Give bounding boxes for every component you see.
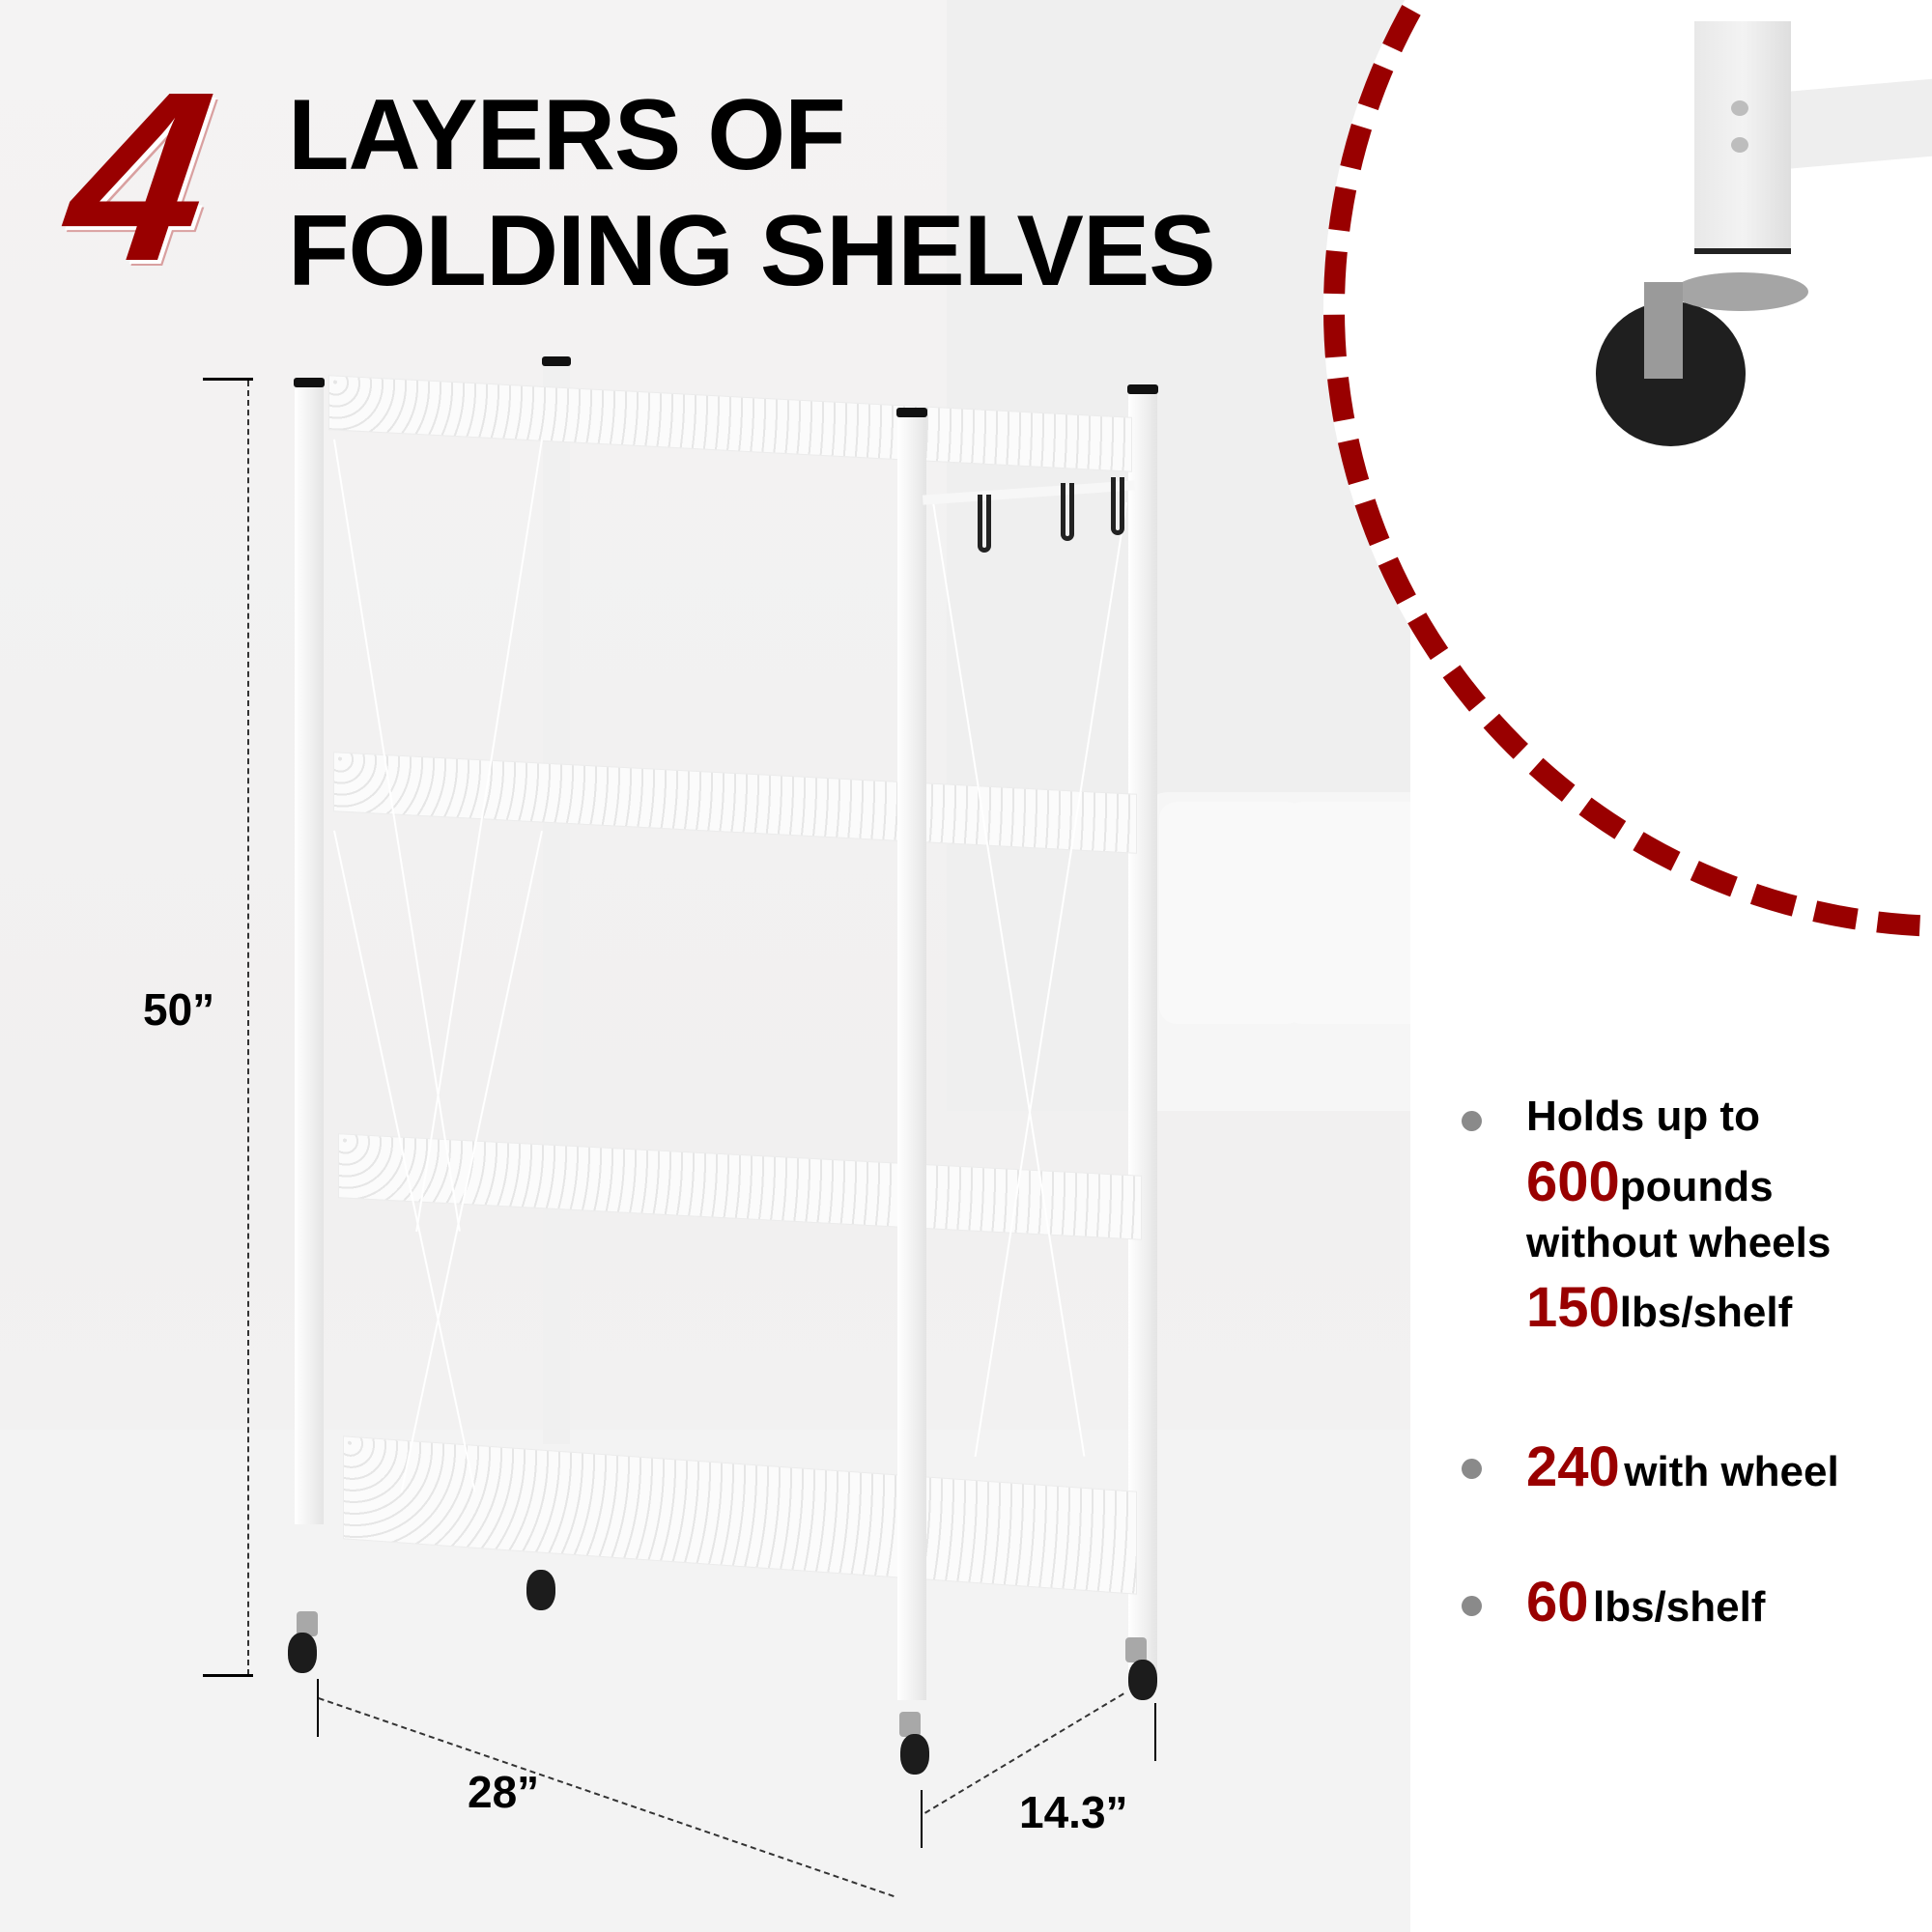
s-hook-icon [978, 495, 991, 553]
caster-wheel-icon [1128, 1660, 1157, 1700]
height-dim-bottom-tick [203, 1674, 253, 1677]
spec-value: 600 [1526, 1151, 1620, 1213]
spec-per-shelf-value: 150 [1526, 1276, 1620, 1339]
height-dim-top-tick [203, 378, 253, 381]
spec-value-line: 60 lbs/shelf [1526, 1575, 1765, 1631]
post-cap [1127, 384, 1158, 394]
front-left-post [295, 384, 324, 1524]
s-hook-icon [1061, 483, 1074, 541]
spec-unit: with wheel [1624, 1448, 1839, 1495]
height-dimension-label: 50” [143, 984, 215, 1035]
s-hook-icon [1111, 477, 1124, 535]
inset-leg [1694, 21, 1791, 248]
inset-bolt-hole [1731, 137, 1748, 153]
shelf-unit-illustration [288, 356, 1158, 1775]
cross-brace [415, 440, 543, 1233]
shelf-bottom [343, 1435, 1137, 1595]
caster-fork [1644, 282, 1683, 379]
inset-leg-cap [1694, 248, 1791, 254]
depth-dimension-label: 14.3” [1019, 1787, 1128, 1837]
inset-shelf-rail [1791, 57, 1932, 169]
spec-unit: pounds [1619, 1163, 1774, 1210]
caster-wheel-icon [288, 1633, 317, 1673]
back-right-post [1128, 391, 1157, 1676]
spec-value-line: 600pounds [1526, 1154, 1774, 1210]
shelf-top [328, 375, 1132, 472]
height-dim-line [247, 381, 249, 1675]
back-left-post [543, 362, 570, 1444]
shelf-2 [333, 752, 1137, 854]
headline-line-2: FOLDING SHELVES [288, 195, 1216, 307]
spec-value-line: 240 with wheel [1526, 1439, 1839, 1495]
bullet-icon [1462, 1459, 1482, 1479]
caster-mount [1125, 1637, 1147, 1662]
width-dim-left-tick [317, 1679, 319, 1737]
bullet-icon [1462, 1596, 1482, 1616]
spec-value: 60 [1526, 1571, 1589, 1634]
caster-wheel-icon [900, 1734, 929, 1775]
cross-brace [974, 502, 1127, 1458]
headline-line-1: LAYERS OF [288, 79, 846, 191]
cross-brace [932, 501, 1086, 1457]
background-cushion [1285, 802, 1430, 1024]
cross-brace [333, 439, 461, 1232]
spec-detail: without wheels [1526, 1219, 1832, 1266]
depth-dim-tick [1154, 1703, 1156, 1761]
caster-mount [297, 1611, 318, 1636]
caster-wheel-icon [526, 1570, 555, 1610]
post-cap [896, 408, 927, 417]
front-right-post [897, 415, 926, 1700]
inset-bolt-hole [1731, 100, 1748, 116]
spec-value: 240 [1526, 1435, 1620, 1498]
post-cap [542, 356, 571, 366]
spec-unit: lbs/shelf [1592, 1583, 1766, 1631]
bullet-icon [1462, 1111, 1482, 1131]
spec-per-shelf-line: 150lbs/shelf [1526, 1280, 1792, 1336]
width-dim-right-tick [921, 1790, 923, 1848]
spec-per-shelf-unit: lbs/shelf [1619, 1289, 1793, 1336]
background-cushion [1159, 802, 1304, 1024]
caster-mount [899, 1712, 921, 1737]
spec-intro: Holds up to [1526, 1093, 1760, 1140]
hook-rail [922, 480, 1136, 505]
width-dimension-label: 28” [468, 1767, 540, 1817]
caster-mount [1673, 272, 1808, 311]
post-cap [294, 378, 325, 387]
